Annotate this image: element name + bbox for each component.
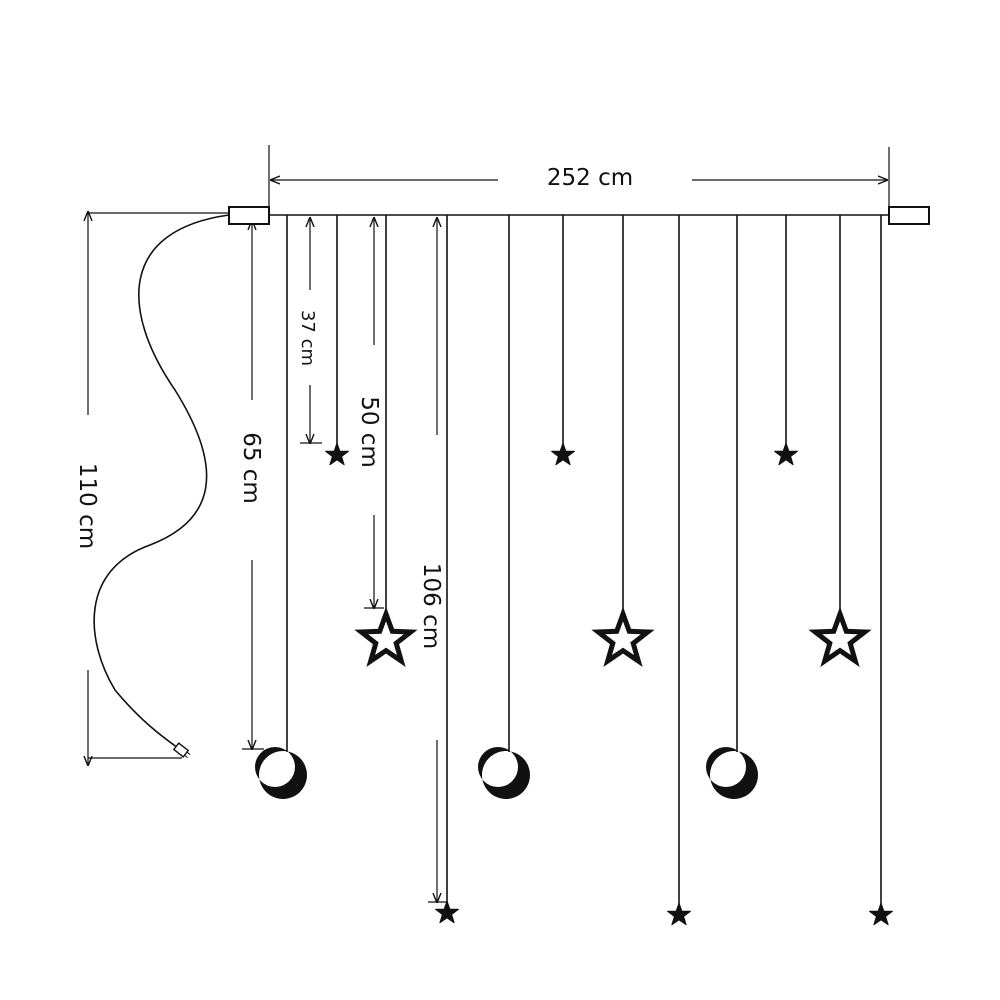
long-star-label: 106 cm: [418, 563, 444, 649]
outline-star-icon: [354, 606, 418, 667]
big-star-label: 50 cm: [356, 396, 382, 468]
small-star-icon: [325, 442, 349, 466]
plug-icon: [172, 742, 191, 759]
power-cable: [93, 214, 230, 759]
small-stars: [325, 442, 893, 926]
crescent-moon-icon: [255, 747, 307, 799]
small-star-icon: [435, 900, 459, 924]
cable-length-dimension: [88, 211, 232, 766]
left-end-cap: [228, 206, 270, 225]
outline-star-icon: [591, 606, 655, 667]
small-star-icon: [869, 902, 893, 926]
moon-drop-label: 65 cm: [238, 432, 264, 504]
cable-length-label: 110 cm: [74, 463, 100, 549]
small-star-icon: [774, 442, 798, 466]
long-star-dimension: [428, 217, 448, 903]
width-dimension: [268, 145, 890, 215]
top-rail: [228, 206, 930, 225]
small-star-dimension: [300, 217, 322, 444]
outline-stars: [354, 606, 872, 667]
small-star-icon: [667, 902, 691, 926]
small-star-label: 37 cm: [297, 310, 318, 366]
small-star-icon: [551, 442, 575, 466]
big-star-dimension: [364, 217, 384, 609]
right-end-cap: [888, 206, 930, 225]
crescent-moon-icon: [706, 747, 758, 799]
moons: [255, 747, 758, 799]
strands: [286, 215, 882, 905]
width-label: 252 cm: [547, 165, 633, 191]
outline-star-icon: [808, 606, 872, 667]
crescent-moon-icon: [478, 747, 530, 799]
moon-drop-dimension: [242, 220, 264, 750]
